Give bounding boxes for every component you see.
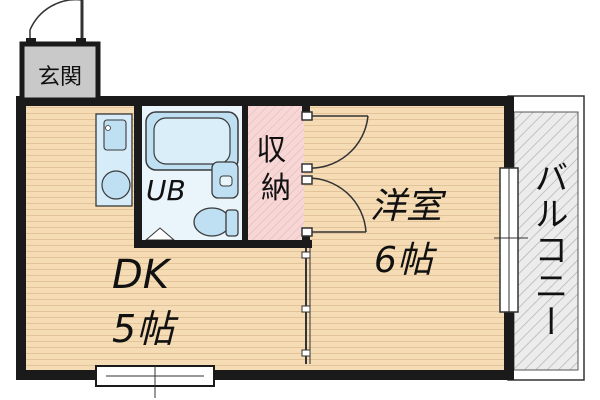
storage-label: 収 納 [256,133,296,206]
front-door-icon [26,0,86,46]
sliding-door-icon [301,248,311,364]
washbasin-icon [95,113,133,207]
western-room-label: 洋室 [370,186,447,227]
closet-door-icon [301,111,369,237]
bathtub-icon [145,111,239,171]
entrance-label: 玄関 [38,65,82,90]
unit-bath: UB [140,106,244,242]
dk-label: DK [112,252,172,298]
storage-label-1: 収 [256,133,286,168]
balcony-label: バルコニー [528,160,568,340]
balcony: バルコニー [507,95,585,381]
unit-bath-label: UB [146,174,186,207]
balcony-window-icon [494,167,528,313]
storage-closet: 収 納 [248,106,304,242]
bottom-window-icon [95,365,215,398]
entrance: 玄関 [19,0,101,103]
toilet-icon [193,207,239,237]
storage-label-2: 納 [261,171,291,206]
western-room-size: 6帖 [374,240,438,281]
bath-sink-icon [211,161,239,199]
dk-size: 5帖 [112,307,179,351]
